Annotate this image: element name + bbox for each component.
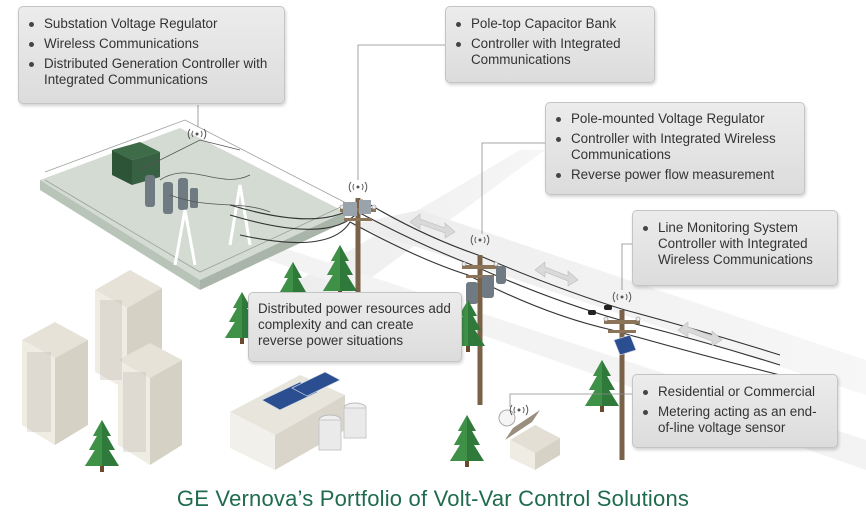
office-buildings bbox=[22, 270, 182, 465]
solar-panel-icon bbox=[613, 334, 637, 356]
callout-voltage-regulator: Pole-mounted Voltage Regulator Controlle… bbox=[545, 102, 805, 195]
pole-voltage-regulator bbox=[461, 234, 506, 406]
callout-substation: Substation Voltage Regulator Wireless Co… bbox=[18, 6, 285, 104]
callout-residential: Residential or Commercial Metering actin… bbox=[632, 374, 838, 448]
callout-capacitor-bank: Pole-top Capacitor Bank Controller with … bbox=[445, 6, 655, 83]
callout-distributed-resources: Distributed power resources add complexi… bbox=[248, 292, 462, 362]
pole-line-monitoring bbox=[588, 291, 641, 461]
callout-item: Pole-mounted Voltage Regulator bbox=[546, 111, 798, 127]
callout-item: Metering acting as an end-of-line voltag… bbox=[633, 404, 831, 436]
callout-item: Residential or Commercial bbox=[633, 384, 831, 400]
callout-text: Distributed power resources add complexi… bbox=[258, 301, 451, 348]
substation bbox=[40, 119, 351, 290]
factory-with-solar bbox=[230, 371, 367, 470]
callout-line-monitoring: Line Monitoring System Controller with I… bbox=[632, 210, 838, 286]
callout-item: Reverse power flow measurement bbox=[546, 167, 798, 183]
residential-house bbox=[498, 404, 560, 470]
callout-leaders bbox=[197, 44, 640, 407]
page-title: GE Vernova’s Portfolio of Volt-Var Contr… bbox=[176, 486, 690, 511]
pole-capacitor-bank bbox=[339, 181, 377, 349]
callout-item: Wireless Communications bbox=[19, 36, 278, 52]
callout-item: Substation Voltage Regulator bbox=[19, 16, 278, 32]
callout-item: Line Monitoring System Controller with I… bbox=[633, 220, 831, 268]
callout-item: Controller with Integrated Communication… bbox=[446, 36, 648, 68]
callout-item: Distributed Generation Controller with I… bbox=[19, 56, 278, 88]
power-flow-arrows bbox=[409, 213, 723, 347]
callout-item: Controller with Integrated Wireless Comm… bbox=[546, 131, 798, 163]
callout-item: Pole-top Capacitor Bank bbox=[446, 16, 648, 32]
